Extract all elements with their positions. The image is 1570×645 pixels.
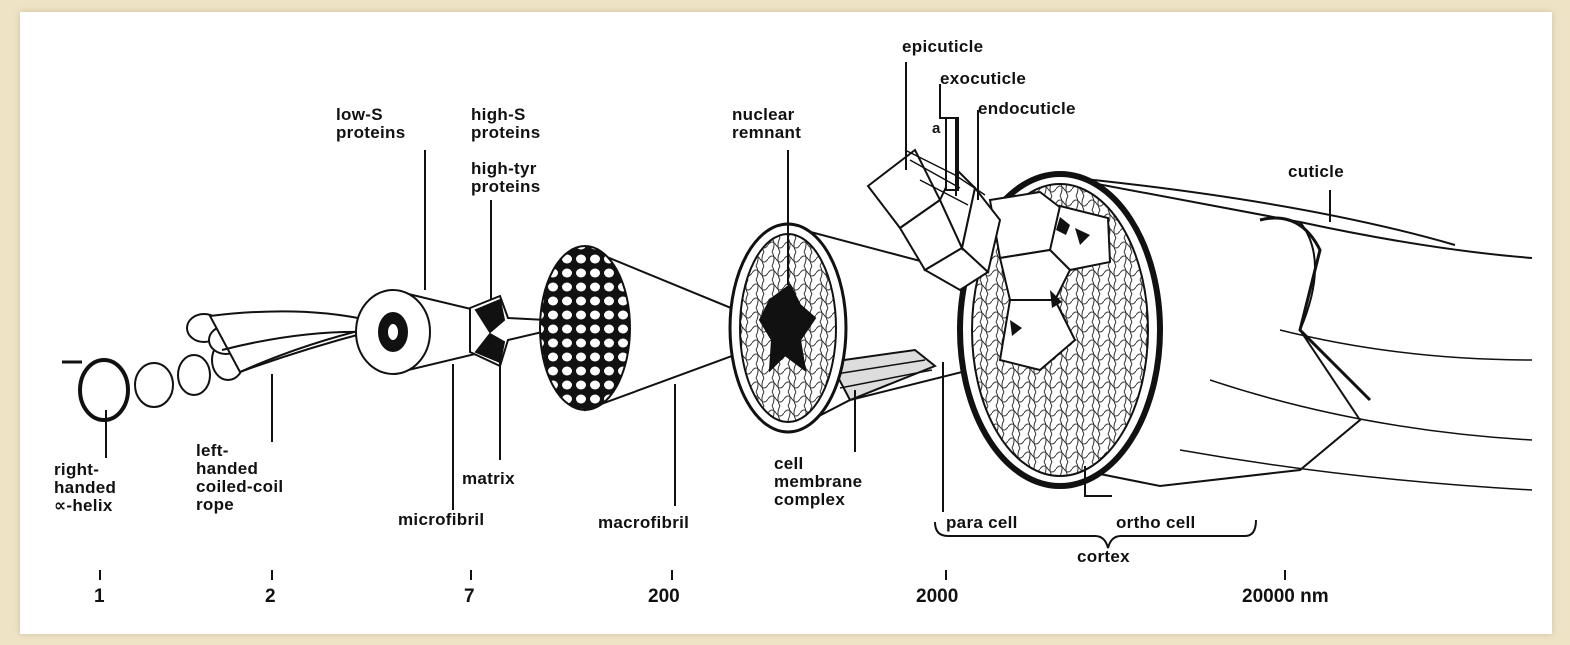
- fiber-cortex-drawing: [960, 174, 1532, 490]
- scale-value: 2000: [916, 586, 958, 608]
- scale-value: 1: [94, 586, 105, 608]
- scale-value: 2: [265, 586, 276, 608]
- matrix-label: matrix: [462, 470, 515, 488]
- nuclear-remnant-label: nuclear remnant: [732, 106, 801, 142]
- cuticle-label: cuticle: [1288, 163, 1344, 181]
- scale-value: 20000 nm: [1242, 586, 1329, 608]
- high-s-proteins-label: high-S proteins: [471, 106, 540, 142]
- scale-tick: [671, 570, 673, 580]
- coiled-coil-rope: [187, 311, 370, 372]
- scale-value: 200: [648, 586, 680, 608]
- exocuticle-label: exocuticle: [940, 70, 1026, 88]
- diagram-panel: low-S proteins high-S proteins high-tyr …: [20, 12, 1552, 634]
- coiled-coil-rope-label: left- handed coiled-coil rope: [196, 442, 283, 514]
- scale-tick: [470, 570, 472, 580]
- a-label: a: [932, 120, 941, 138]
- cortex-label: cortex: [1077, 548, 1130, 566]
- epicuticle-label: epicuticle: [902, 38, 983, 56]
- para-cell-label: para cell: [946, 514, 1018, 532]
- microfibril-label: microfibril: [398, 511, 484, 529]
- low-s-proteins-label: low-S proteins: [336, 106, 405, 142]
- macrofibril-label: macrofibril: [598, 514, 689, 532]
- high-tyr-proteins-label: high-tyr proteins: [471, 160, 540, 196]
- ortho-cell-label: ortho cell: [1116, 514, 1196, 532]
- scale-tick: [99, 570, 101, 580]
- cell-membrane-complex-label: cell membrane complex: [774, 455, 862, 509]
- scale-tick: [1284, 570, 1286, 580]
- endocuticle-label: endocuticle: [978, 100, 1076, 118]
- scale-value: 7: [464, 586, 475, 608]
- scale-tick: [945, 570, 947, 580]
- right-handed-helix-label: right- handed ∝-helix: [54, 461, 116, 515]
- scale-tick: [271, 570, 273, 580]
